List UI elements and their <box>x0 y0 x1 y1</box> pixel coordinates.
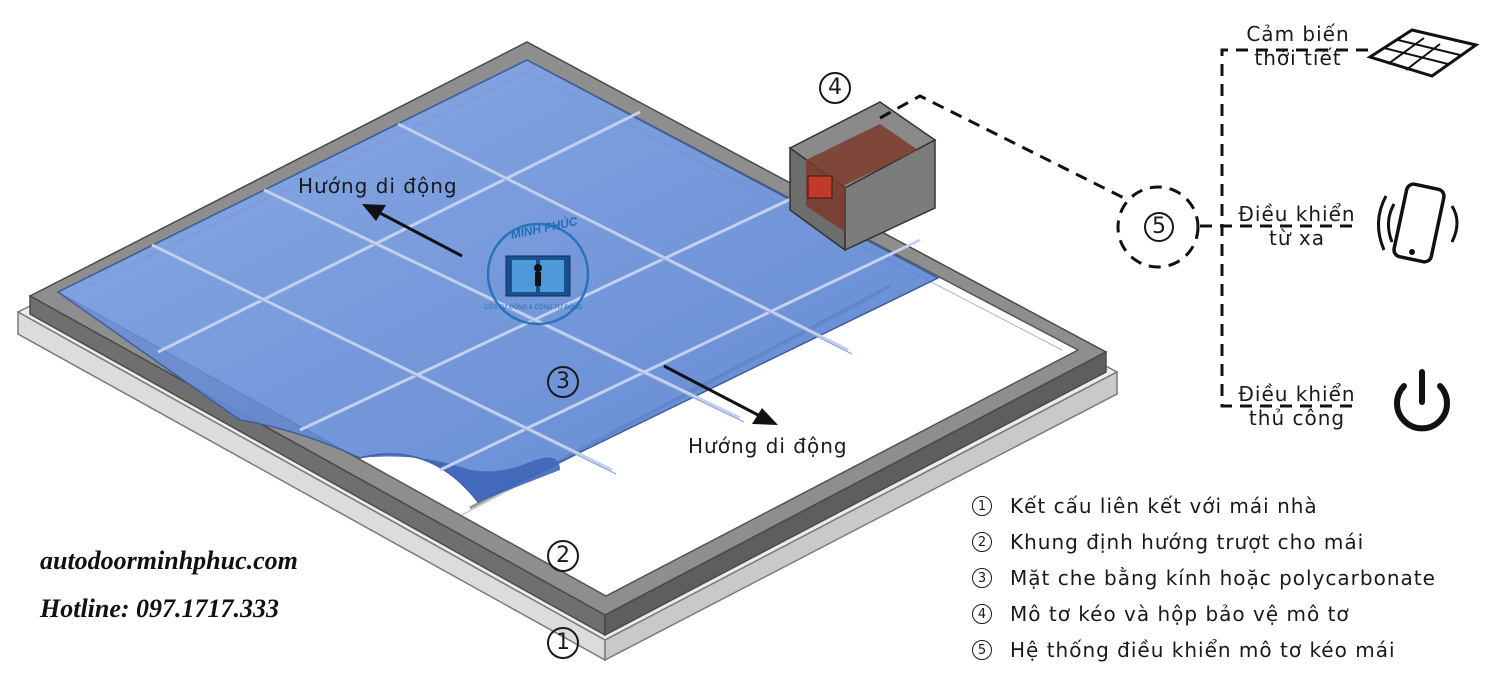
legend-text: Khung định hướng trượt cho mái <box>1010 530 1365 554</box>
logo-tagline: CỬA TỰ ĐỘNG & CỔNG TỰ ĐỘNG <box>484 305 583 311</box>
marker-4: 4 <box>819 72 851 104</box>
glass-panels <box>56 59 940 503</box>
legend: 1 Kết cấu liên kết với mái nhà 2 Khung đ… <box>972 488 1436 668</box>
legend-item: 2 Khung định hướng trượt cho mái <box>972 524 1436 560</box>
manual-label-line1: Điều khiển <box>1238 382 1356 406</box>
power-button-icon <box>1394 369 1450 432</box>
legend-text: Hệ thống điều khiển mô tơ kéo mái <box>1010 638 1396 662</box>
legend-item: 5 Hệ thống điều khiển mô tơ kéo mái <box>972 632 1436 668</box>
legend-item: 4 Mô tơ kéo và hộp bảo vệ mô tơ <box>972 596 1436 632</box>
legend-text: Kết cấu liên kết với mái nhà <box>1010 494 1318 518</box>
legend-item: 3 Mặt che bằng kính hoặc polycarbonate <box>972 560 1436 596</box>
marker-2: 2 <box>547 540 579 572</box>
weather-sensor-label-line1: Cảm biến <box>1246 22 1350 46</box>
legend-item: 1 Kết cấu liên kết với mái nhà <box>972 488 1436 524</box>
legend-text: Mặt che bằng kính hoặc polycarbonate <box>1010 566 1436 590</box>
manual-label: Điều khiển thủ công <box>1228 382 1366 430</box>
weather-sensor-label: Cảm biến thời tiết <box>1230 22 1366 70</box>
logo-mark <box>486 222 590 326</box>
direction-arrows <box>362 204 778 425</box>
marker-5: 5 <box>1144 212 1174 242</box>
manual-label-line2: thủ công <box>1248 406 1346 430</box>
website-text: autodoorminhphuc.com <box>40 546 298 575</box>
legend-number: 1 <box>972 496 992 516</box>
smartphone-icon <box>1377 182 1459 264</box>
control-wiring <box>879 48 1368 408</box>
direction-label-close: Hướng di động <box>688 434 848 458</box>
marker-3: 3 <box>547 366 579 398</box>
remote-label-line2: từ xa <box>1269 226 1325 250</box>
legend-text: Mô tơ kéo và hộp bảo vệ mô tơ <box>1010 602 1350 626</box>
direction-label-open: Hướng di động <box>298 174 458 198</box>
motor-box <box>788 101 937 252</box>
legend-number: 2 <box>972 532 992 552</box>
remote-label: Điều khiển từ xa <box>1228 202 1366 250</box>
legend-number: 5 <box>972 640 992 660</box>
legend-number: 4 <box>972 604 992 624</box>
remote-label-line1: Điều khiển <box>1238 202 1356 226</box>
hotline-text: Hotline: 097.1717.333 <box>40 594 280 623</box>
solar-panel-icon <box>1366 28 1480 78</box>
marker-1: 1 <box>547 627 579 659</box>
legend-number: 3 <box>972 568 992 588</box>
weather-sensor-label-line2: thời tiết <box>1254 46 1342 70</box>
